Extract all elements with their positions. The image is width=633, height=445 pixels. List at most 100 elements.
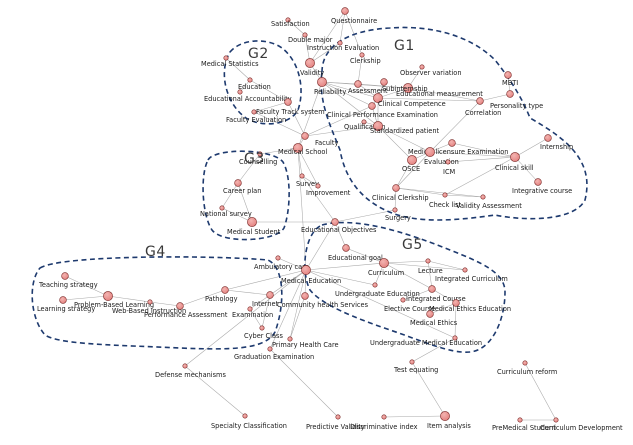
edge-clerkship--assessment — [357, 54, 363, 85]
node-marker-counselling — [257, 151, 263, 157]
node-discriminative-index: Discriminative index — [350, 414, 418, 431]
node-label-clinical-competence: Clinical Competence — [378, 100, 446, 108]
node-marker-test-equating — [409, 359, 415, 365]
node-label-premedical-student: PreMedical Student — [492, 424, 556, 432]
node-marker-lecture — [425, 258, 431, 264]
node-subinternship: Subinternship — [380, 78, 428, 93]
edge-teaching-strategy--problem-based-learning — [64, 275, 109, 297]
node-label-internet: Internet — [252, 300, 279, 308]
node-marker-surgery — [392, 207, 398, 213]
group-outline-g1 — [320, 26, 588, 221]
edge-defense-mechanisms--specialty-classification — [184, 365, 246, 417]
edge-internet--examination — [249, 294, 271, 310]
node-marker-education — [247, 77, 253, 83]
node-marker-osce — [407, 155, 417, 165]
node-marker-performance-assessment — [176, 302, 184, 310]
node-label-integrated-course: Integrated Course — [406, 295, 466, 303]
node-label-clinical-skill: Clinical skill — [495, 164, 534, 172]
node-label-personality-type: Personality type — [490, 102, 543, 110]
node-marker-ambulatory-care — [275, 255, 281, 261]
edge-learning-strategy--problem-based-learning — [62, 295, 109, 301]
node-label-cyber-class: Cyber Class — [244, 332, 283, 340]
edge-surgery--educational-objectives — [334, 209, 396, 223]
edge-curriculum--medical-education — [305, 262, 385, 271]
node-undergraduate-medical-education: Undergraduate Medical Education — [370, 335, 482, 347]
node-marker-item-analysis — [440, 411, 450, 421]
node-marker-evaluation — [425, 147, 435, 157]
node-marker-medical-ethics — [426, 310, 434, 318]
edge-evaluation--clinical-skill — [429, 151, 516, 158]
node-marker-examination — [247, 306, 253, 312]
edge-curriculum--lecture — [383, 260, 429, 264]
node-clinical-performance-examination: Clinical Performance Examination — [327, 102, 438, 119]
node-label-problem-based-learning: Problem-Based Learning — [74, 301, 154, 309]
node-web-based-instruction: Web-Based Instruction — [112, 299, 186, 315]
node-satisfaction: Satisfaction — [271, 17, 310, 28]
node-marker-validity — [305, 58, 315, 68]
node-integrated-curriculum: Integrated Curriculum — [435, 267, 508, 283]
group-label-g5: G5 — [402, 237, 423, 253]
node-integrated-course: Integrated Course — [406, 285, 466, 303]
edge-medical-licensure-examination--clinical-skill — [451, 142, 516, 158]
edge-test-equating--item-analysis — [411, 361, 446, 417]
node-label-specialty-classification: Specialty Classification — [211, 422, 287, 430]
node-label-surgery: Surgery — [385, 214, 411, 222]
edge-integrated-course--medical-ethics-education — [431, 288, 457, 304]
node-internet: Internet — [252, 291, 279, 308]
node-label-observer-variation: Observer variation — [400, 69, 462, 77]
node-label-medical-ethics-education: Medical Ethics Education — [429, 305, 511, 313]
node-icm: ICM — [443, 159, 456, 176]
node-label-examination: Examination — [232, 311, 273, 319]
edge-medical-ethics-education--medical-ethics — [429, 302, 457, 315]
node-label-medical-licensure-examination: Medical licensure Examination — [408, 148, 508, 156]
node-label-standardized-patient: Standardized patient — [370, 127, 440, 135]
edge-community-health-services--primary-health-care — [289, 295, 306, 340]
edge-curriculum-reform--curriculum-development — [524, 362, 557, 421]
edge-problem-based-learning--web-based-instruction — [107, 295, 151, 303]
group-outline-g2 — [223, 40, 302, 125]
node-label-primary-health-care: Primary Health Care — [272, 341, 339, 349]
edge-examination--cyber-class — [249, 308, 263, 329]
node-marker-integrative-course — [534, 178, 542, 186]
node-marker-internet — [266, 291, 274, 299]
node-label-faculty: Faculty — [315, 139, 338, 147]
edge-career-plan--medical-student — [237, 182, 253, 223]
edge-medical-education--primary-health-care — [289, 269, 307, 340]
node-medical-licensure-examination: Medical licensure Examination — [408, 139, 508, 156]
node-clerkship: Clerkship — [350, 52, 381, 65]
edge-faculty-evaluation--faculty — [253, 111, 306, 137]
node-label-curriculum: Curriculum — [368, 269, 404, 277]
node-label-check-list: Check list — [429, 201, 461, 209]
edge-educational-measurement--clinical-competence — [377, 87, 409, 99]
edge-icm--clinical-skill — [447, 156, 516, 163]
node-premedical-student: PreMedical Student — [492, 417, 556, 432]
node-marker-community-health-services — [301, 292, 309, 300]
edge-clinical-skill--check-list — [444, 156, 516, 196]
node-marker-clinical-clerkship — [392, 184, 400, 192]
node-label-education: Education — [238, 83, 271, 91]
node-marker-national-survey — [219, 205, 225, 211]
node-educational-accountability: Educational Accountability — [204, 89, 292, 103]
node-label-pathology: Pathology — [205, 295, 238, 303]
node-marker-graduation-examination — [267, 346, 273, 352]
node-observer-variation: Observer variation — [400, 64, 462, 77]
node-marker-questionnaire — [341, 7, 349, 15]
node-label-reliability: Reliability — [314, 88, 346, 96]
node-label-educational-accountability: Educational Accountability — [204, 95, 292, 103]
edge-pathology--internet — [224, 289, 271, 296]
group-label-g4: G4 — [145, 244, 166, 260]
node-primary-health-care: Primary Health Care — [272, 336, 339, 349]
node-faculty-track-system: Faculty Track system — [256, 98, 325, 116]
node-label-integrative-course: Integrative course — [512, 187, 572, 195]
edge-standardized-patient--faculty — [304, 125, 379, 137]
node-clinical-competence: Clinical Competence — [373, 93, 446, 108]
edge-satisfaction--double-major — [287, 19, 306, 36]
node-label-discriminative-index: Discriminative index — [350, 423, 418, 431]
edge-clinical-skill--integrative-course — [514, 156, 539, 183]
node-label-educational-goal: Educational goal — [328, 254, 383, 262]
node-marker-medical-education — [301, 265, 311, 275]
node-predictive-validity: Predictive Validity — [306, 414, 365, 431]
node-marker-elective-course — [400, 297, 406, 303]
node-label-curriculum-reform: Curriculum reform — [497, 368, 557, 376]
node-marker-curriculum — [379, 258, 389, 268]
